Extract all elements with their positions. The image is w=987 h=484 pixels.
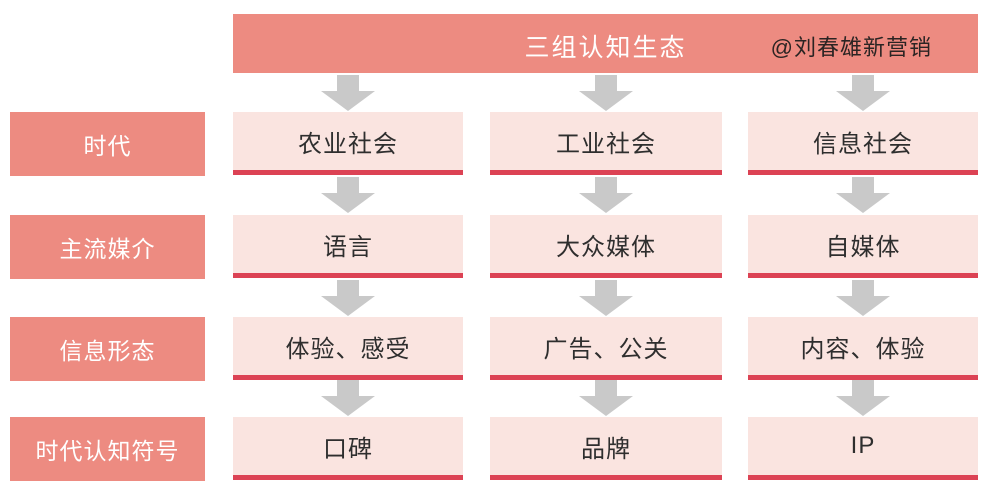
cell-medium-mass-media: 大众媒体: [490, 215, 722, 278]
down-arrow-icon: [321, 280, 375, 316]
author-credit: @刘春雄新营销: [770, 35, 932, 60]
diagram-title: 三组认知生态: [524, 34, 687, 62]
row-label-mainstream-medium: 主流媒介: [10, 215, 205, 279]
down-arrow-icon: [579, 280, 633, 316]
cell-symbol-word-of-mouth: 口碑: [233, 417, 463, 480]
down-arrow-icon: [321, 75, 375, 111]
down-arrow-icon: [579, 75, 633, 111]
cell-era-agricultural-society: 农业社会: [233, 112, 463, 175]
down-arrow-icon: [321, 380, 375, 416]
down-arrow-icon: [321, 177, 375, 213]
cell-medium-self-media: 自媒体: [748, 215, 978, 278]
down-arrow-icon: [579, 177, 633, 213]
row-label-information-form: 信息形态: [10, 317, 205, 381]
cell-medium-language: 语言: [233, 215, 463, 278]
row-label-era: 时代: [10, 112, 205, 176]
down-arrow-icon: [836, 177, 890, 213]
cell-era-industrial-society: 工业社会: [490, 112, 722, 175]
cell-info-advertising-pr: 广告、公关: [490, 317, 722, 380]
header-bar: 三组认知生态 @刘春雄新营销: [233, 14, 978, 73]
down-arrow-icon: [836, 280, 890, 316]
cell-era-information-society: 信息社会: [748, 112, 978, 175]
cell-info-content-experience: 内容、体验: [748, 317, 978, 380]
down-arrow-icon: [836, 380, 890, 416]
cell-symbol-ip: IP: [748, 417, 978, 480]
down-arrow-icon: [579, 380, 633, 416]
cell-info-experience-feeling: 体验、感受: [233, 317, 463, 380]
down-arrow-icon: [836, 75, 890, 111]
row-label-era-cognitive-symbol: 时代认知符号: [10, 417, 205, 481]
cell-symbol-brand: 品牌: [490, 417, 722, 480]
